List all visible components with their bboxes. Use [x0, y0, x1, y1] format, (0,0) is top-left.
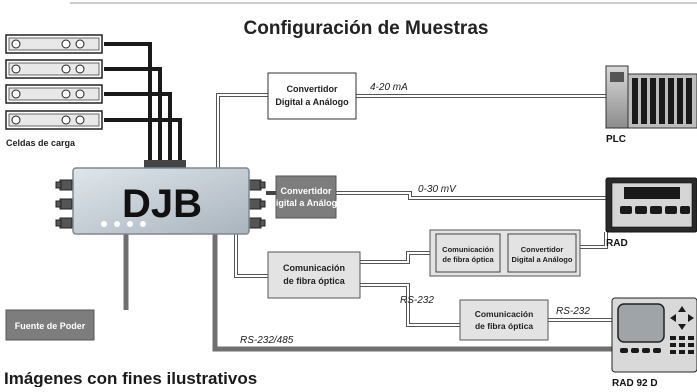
- rad92-device: RAD 92 D: [611, 297, 697, 389]
- cable-pair-to-rad: [580, 232, 608, 249]
- plc-device: PLC: [605, 65, 697, 145]
- djb-box: DJB: [55, 160, 266, 235]
- converter-plc-line2: Digital a Análogo: [275, 97, 349, 107]
- cable-rs232-485: [212, 232, 612, 352]
- converter-rad: Convertidor Digital a Análogo: [269, 175, 343, 219]
- footer-note: Imágenes con fines ilustrativos: [4, 369, 257, 387]
- signal-rs232-a: RS-232: [400, 295, 434, 306]
- fiber-lower: Comunicación de fibra óptica: [459, 299, 549, 341]
- djb-indicator-leds: [101, 221, 146, 227]
- converter-rad-line1: Convertidor: [280, 186, 332, 196]
- converter-plc: Convertidor Digital a Análogo: [267, 72, 357, 120]
- fiber-lower-line1: Comunicación: [475, 309, 534, 319]
- load-cell: [5, 59, 103, 79]
- power-supply-label: Fuente de Poder: [15, 321, 86, 331]
- rad-device: RAD: [605, 177, 697, 249]
- load-cell-cable-3: [104, 92, 172, 168]
- load-cell-cable-1: [104, 42, 152, 168]
- signal-rs232-b: RS-232: [556, 306, 590, 317]
- fiber-main: Comunicación de fibra óptica: [267, 251, 361, 299]
- fiber-pair: Comunicación de fibra óptica Convertidor…: [429, 229, 581, 277]
- converter-plc-line1: Convertidor: [286, 84, 338, 94]
- rad-label: RAD: [606, 238, 628, 249]
- converter-rad-line2: Digital a Análogo: [269, 198, 343, 208]
- converter-pair-line1: Convertidor: [521, 245, 564, 254]
- djb-label: DJB: [122, 182, 202, 226]
- power-supply: Fuente de Poder: [5, 309, 95, 341]
- load-cells: Celdas de carga: [5, 34, 103, 148]
- load-cell: [5, 110, 103, 130]
- cable-djb-to-fiber: [234, 232, 268, 278]
- fiber-main-line1: Comunicación: [283, 263, 345, 273]
- cable-fiber-upper: [360, 251, 430, 264]
- fiber-upper-line1: Comunicación: [442, 245, 494, 254]
- load-cell: [5, 34, 103, 54]
- plc-label: PLC: [606, 134, 626, 145]
- load-cell-cable-4: [104, 118, 182, 168]
- load-cells-label: Celdas de carga: [6, 138, 76, 148]
- load-cell: [5, 84, 103, 104]
- fiber-upper-line2: de fibra óptica: [442, 255, 494, 264]
- fiber-main-line2: de fibra óptica: [283, 276, 346, 286]
- cables: [104, 42, 612, 352]
- cable-to-plc-converter: [216, 93, 268, 168]
- signal-rs232-485: RS-232/485: [240, 335, 294, 346]
- signal-4-20ma: 4-20 mA: [370, 82, 408, 93]
- load-cell-cable-2: [104, 67, 162, 168]
- signal-0-30mv: 0-30 mV: [418, 184, 457, 195]
- converter-pair-line2: Digital a Análogo: [512, 255, 573, 264]
- diagram-title: Configuración de Muestras: [244, 18, 489, 39]
- fiber-lower-line2: de fibra óptica: [475, 321, 533, 331]
- rad92-label: RAD 92 D: [612, 378, 658, 387]
